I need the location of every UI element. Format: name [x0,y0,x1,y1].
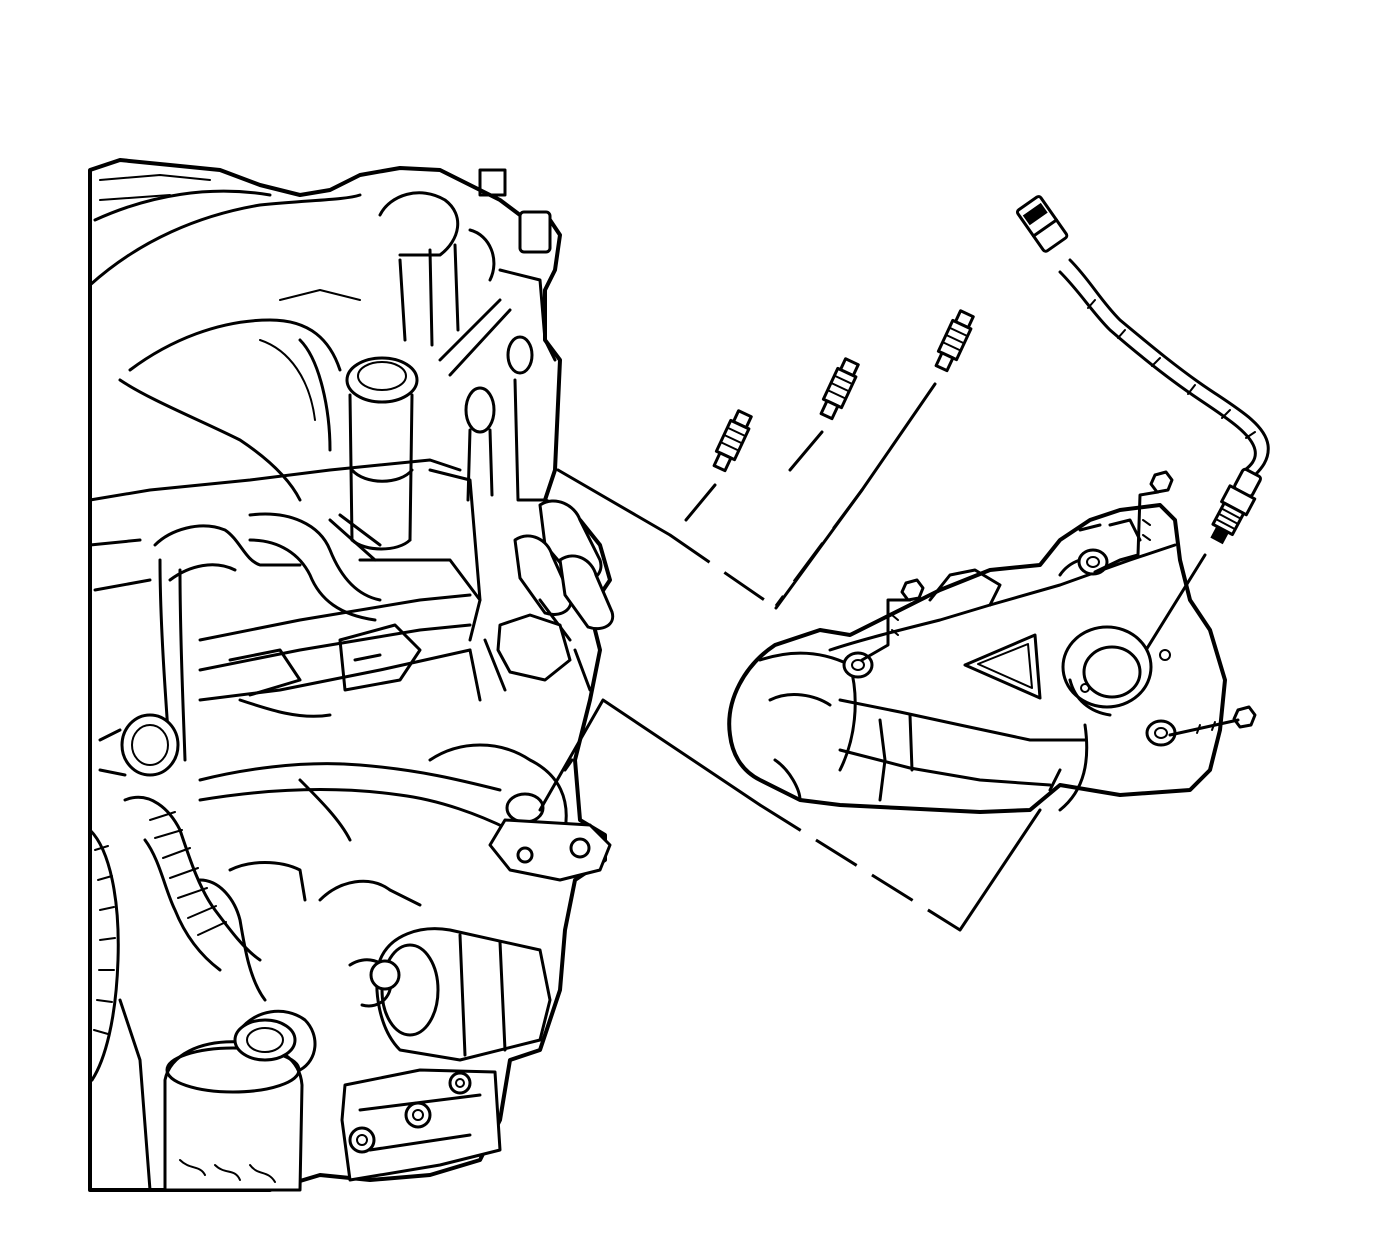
stud-icon [819,357,860,421]
exhaust-manifold [727,503,1227,814]
sensor-icon [1016,195,1069,253]
engine-assembly [88,158,615,1192]
bolt-icon [1093,470,1174,574]
oxygen-sensor [1016,195,1270,702]
bolt-icon [860,578,925,662]
stud-icon [712,409,753,473]
bolt-icon [1168,705,1257,737]
manifold-bolt [860,470,1257,737]
stud-icon [934,309,975,373]
manifold-stud [684,309,975,607]
leader-lines [538,468,1042,932]
